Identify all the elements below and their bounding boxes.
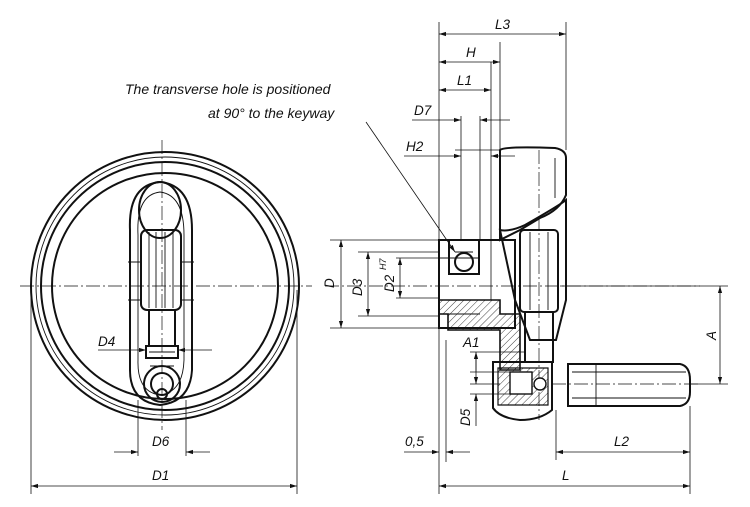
handle-ring-inner — [150, 372, 174, 396]
dim-A-label: A — [704, 331, 719, 341]
dim-D4-label: D4 — [98, 334, 115, 349]
dim-H2-label: H2 — [406, 139, 424, 154]
note-line-1: The transverse hole is positioned — [125, 81, 332, 97]
spoke-profile — [498, 197, 567, 341]
fold-handle — [567, 363, 691, 407]
dim-A1-label: A1 — [462, 335, 480, 350]
handle-cap-oval — [138, 181, 182, 239]
front-view: D4 D6 D1 — [20, 140, 312, 494]
handle-slot-outline — [128, 180, 193, 407]
dim-D-label: D — [322, 278, 337, 288]
dim-L1-label: L1 — [457, 73, 472, 88]
note-line-2: at 90° to the keyway — [208, 105, 335, 121]
transverse-hole-box — [448, 239, 480, 275]
note-leader — [365, 121, 456, 253]
dim-D7-label: D7 — [414, 103, 432, 118]
dim-H-label: H — [466, 45, 476, 60]
dim-D3-label: D3 — [350, 278, 365, 296]
dim-D2-tolerance: H7 — [378, 258, 388, 270]
handle-grip-body — [140, 229, 182, 311]
dim-L3-label: L3 — [495, 17, 511, 32]
transverse-hole — [454, 252, 474, 272]
rim-profile-top — [499, 146, 567, 242]
dim-D6-label: D6 — [152, 434, 170, 449]
handle-slot-inner — [137, 191, 185, 396]
dim-L-label: L — [562, 468, 570, 483]
dim-0-5-label: 0,5 — [405, 434, 424, 449]
dim-L2-label: L2 — [614, 434, 630, 449]
dim-D2-label: D2 — [382, 274, 397, 292]
side-view: L3 H L1 D7 H2 D D3 D2 H7 — [322, 17, 728, 494]
handle-pin — [156, 388, 168, 400]
dim-D1-label: D1 — [152, 468, 169, 483]
dim-D5-label: D5 — [458, 408, 473, 426]
lock-head-outline — [492, 361, 553, 422]
